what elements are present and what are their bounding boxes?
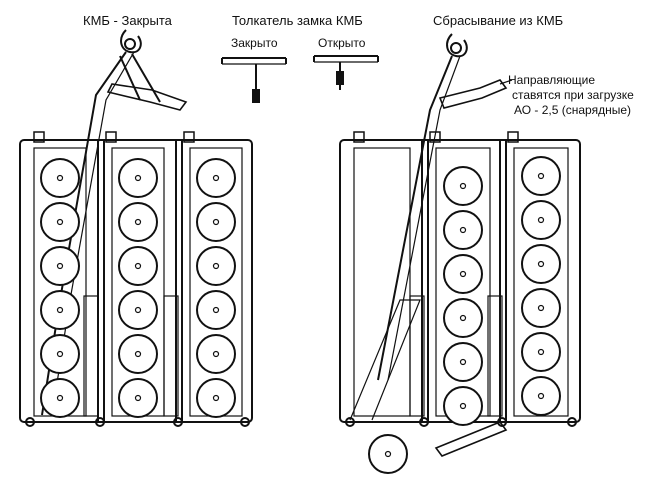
round-right bbox=[443, 166, 483, 206]
pusher-open-detail bbox=[313, 55, 379, 90]
pusher-title-label: Толкатель замка КМБ bbox=[232, 13, 363, 28]
round-left bbox=[196, 246, 236, 286]
round-left bbox=[196, 334, 236, 374]
left-latch bbox=[163, 295, 179, 417]
round-left bbox=[40, 290, 80, 330]
round-left bbox=[196, 202, 236, 242]
round-left-center bbox=[212, 218, 220, 226]
round-left-center bbox=[56, 262, 64, 270]
falling-guide bbox=[434, 421, 508, 457]
left-latch bbox=[83, 295, 99, 417]
left-cassette-frame bbox=[19, 139, 253, 423]
round-left bbox=[118, 334, 158, 374]
round-left-center bbox=[134, 306, 142, 314]
round-left bbox=[118, 290, 158, 330]
round-right-center bbox=[537, 172, 545, 180]
round-left bbox=[40, 246, 80, 286]
round-left-center bbox=[212, 394, 220, 402]
round-left-center bbox=[212, 174, 220, 182]
round-left-center bbox=[56, 174, 64, 182]
round-left bbox=[196, 290, 236, 330]
round-left-center bbox=[212, 350, 220, 358]
round-right bbox=[443, 386, 483, 426]
round-left-center bbox=[212, 262, 220, 270]
round-right bbox=[521, 288, 561, 328]
round-right bbox=[443, 342, 483, 382]
round-right bbox=[521, 156, 561, 196]
round-left bbox=[118, 246, 158, 286]
round-right-center bbox=[459, 270, 467, 278]
round-left bbox=[196, 378, 236, 418]
open-label: Открыто bbox=[318, 36, 366, 50]
round-left bbox=[40, 158, 80, 198]
pusher-closed-detail bbox=[221, 57, 287, 103]
round-left bbox=[118, 378, 158, 418]
round-right-center bbox=[537, 392, 545, 400]
round-left bbox=[40, 378, 80, 418]
round-left-center bbox=[56, 218, 64, 226]
round-right-center bbox=[459, 402, 467, 410]
round-left bbox=[118, 158, 158, 198]
right-hook bbox=[446, 33, 468, 58]
round-right bbox=[521, 332, 561, 372]
left-lever bbox=[106, 83, 188, 111]
round-left bbox=[40, 202, 80, 242]
round-left-center bbox=[56, 394, 64, 402]
round-left bbox=[40, 334, 80, 374]
round-dropped bbox=[368, 434, 408, 474]
guides-note-line1: Направляющие bbox=[508, 73, 596, 87]
right-lever bbox=[438, 79, 508, 109]
round-left-center bbox=[134, 394, 142, 402]
round-right-center bbox=[537, 260, 545, 268]
kmb-closed-label: КМБ - Закрыта bbox=[83, 13, 172, 28]
round-left-center bbox=[134, 350, 142, 358]
round-right-center bbox=[459, 314, 467, 322]
round-right bbox=[521, 200, 561, 240]
round-right-center bbox=[459, 358, 467, 366]
round-left bbox=[118, 202, 158, 242]
round-dropped-center bbox=[384, 450, 392, 458]
round-right bbox=[443, 298, 483, 338]
round-right-center bbox=[537, 304, 545, 312]
round-left-center bbox=[134, 174, 142, 182]
guides-note-line2: ставятся при загрузке bbox=[512, 88, 634, 102]
round-right bbox=[443, 254, 483, 294]
round-right bbox=[443, 210, 483, 250]
round-left-center bbox=[56, 350, 64, 358]
drop-title-label: Сбрасывание из КМБ bbox=[433, 13, 564, 28]
guides-note-line3: АО - 2,5 (снарядные) bbox=[514, 103, 632, 117]
round-left-center bbox=[134, 262, 142, 270]
round-right-center bbox=[459, 182, 467, 190]
left-hook bbox=[120, 29, 142, 54]
round-right bbox=[521, 376, 561, 416]
round-right bbox=[521, 244, 561, 284]
round-left-center bbox=[56, 306, 64, 314]
round-right-center bbox=[459, 226, 467, 234]
round-right-center bbox=[537, 348, 545, 356]
round-left-center bbox=[134, 218, 142, 226]
right-release-rod bbox=[377, 55, 453, 381]
round-left bbox=[196, 158, 236, 198]
round-right-center bbox=[537, 216, 545, 224]
round-left-center bbox=[212, 306, 220, 314]
closed-label: Закрыто bbox=[231, 36, 278, 50]
